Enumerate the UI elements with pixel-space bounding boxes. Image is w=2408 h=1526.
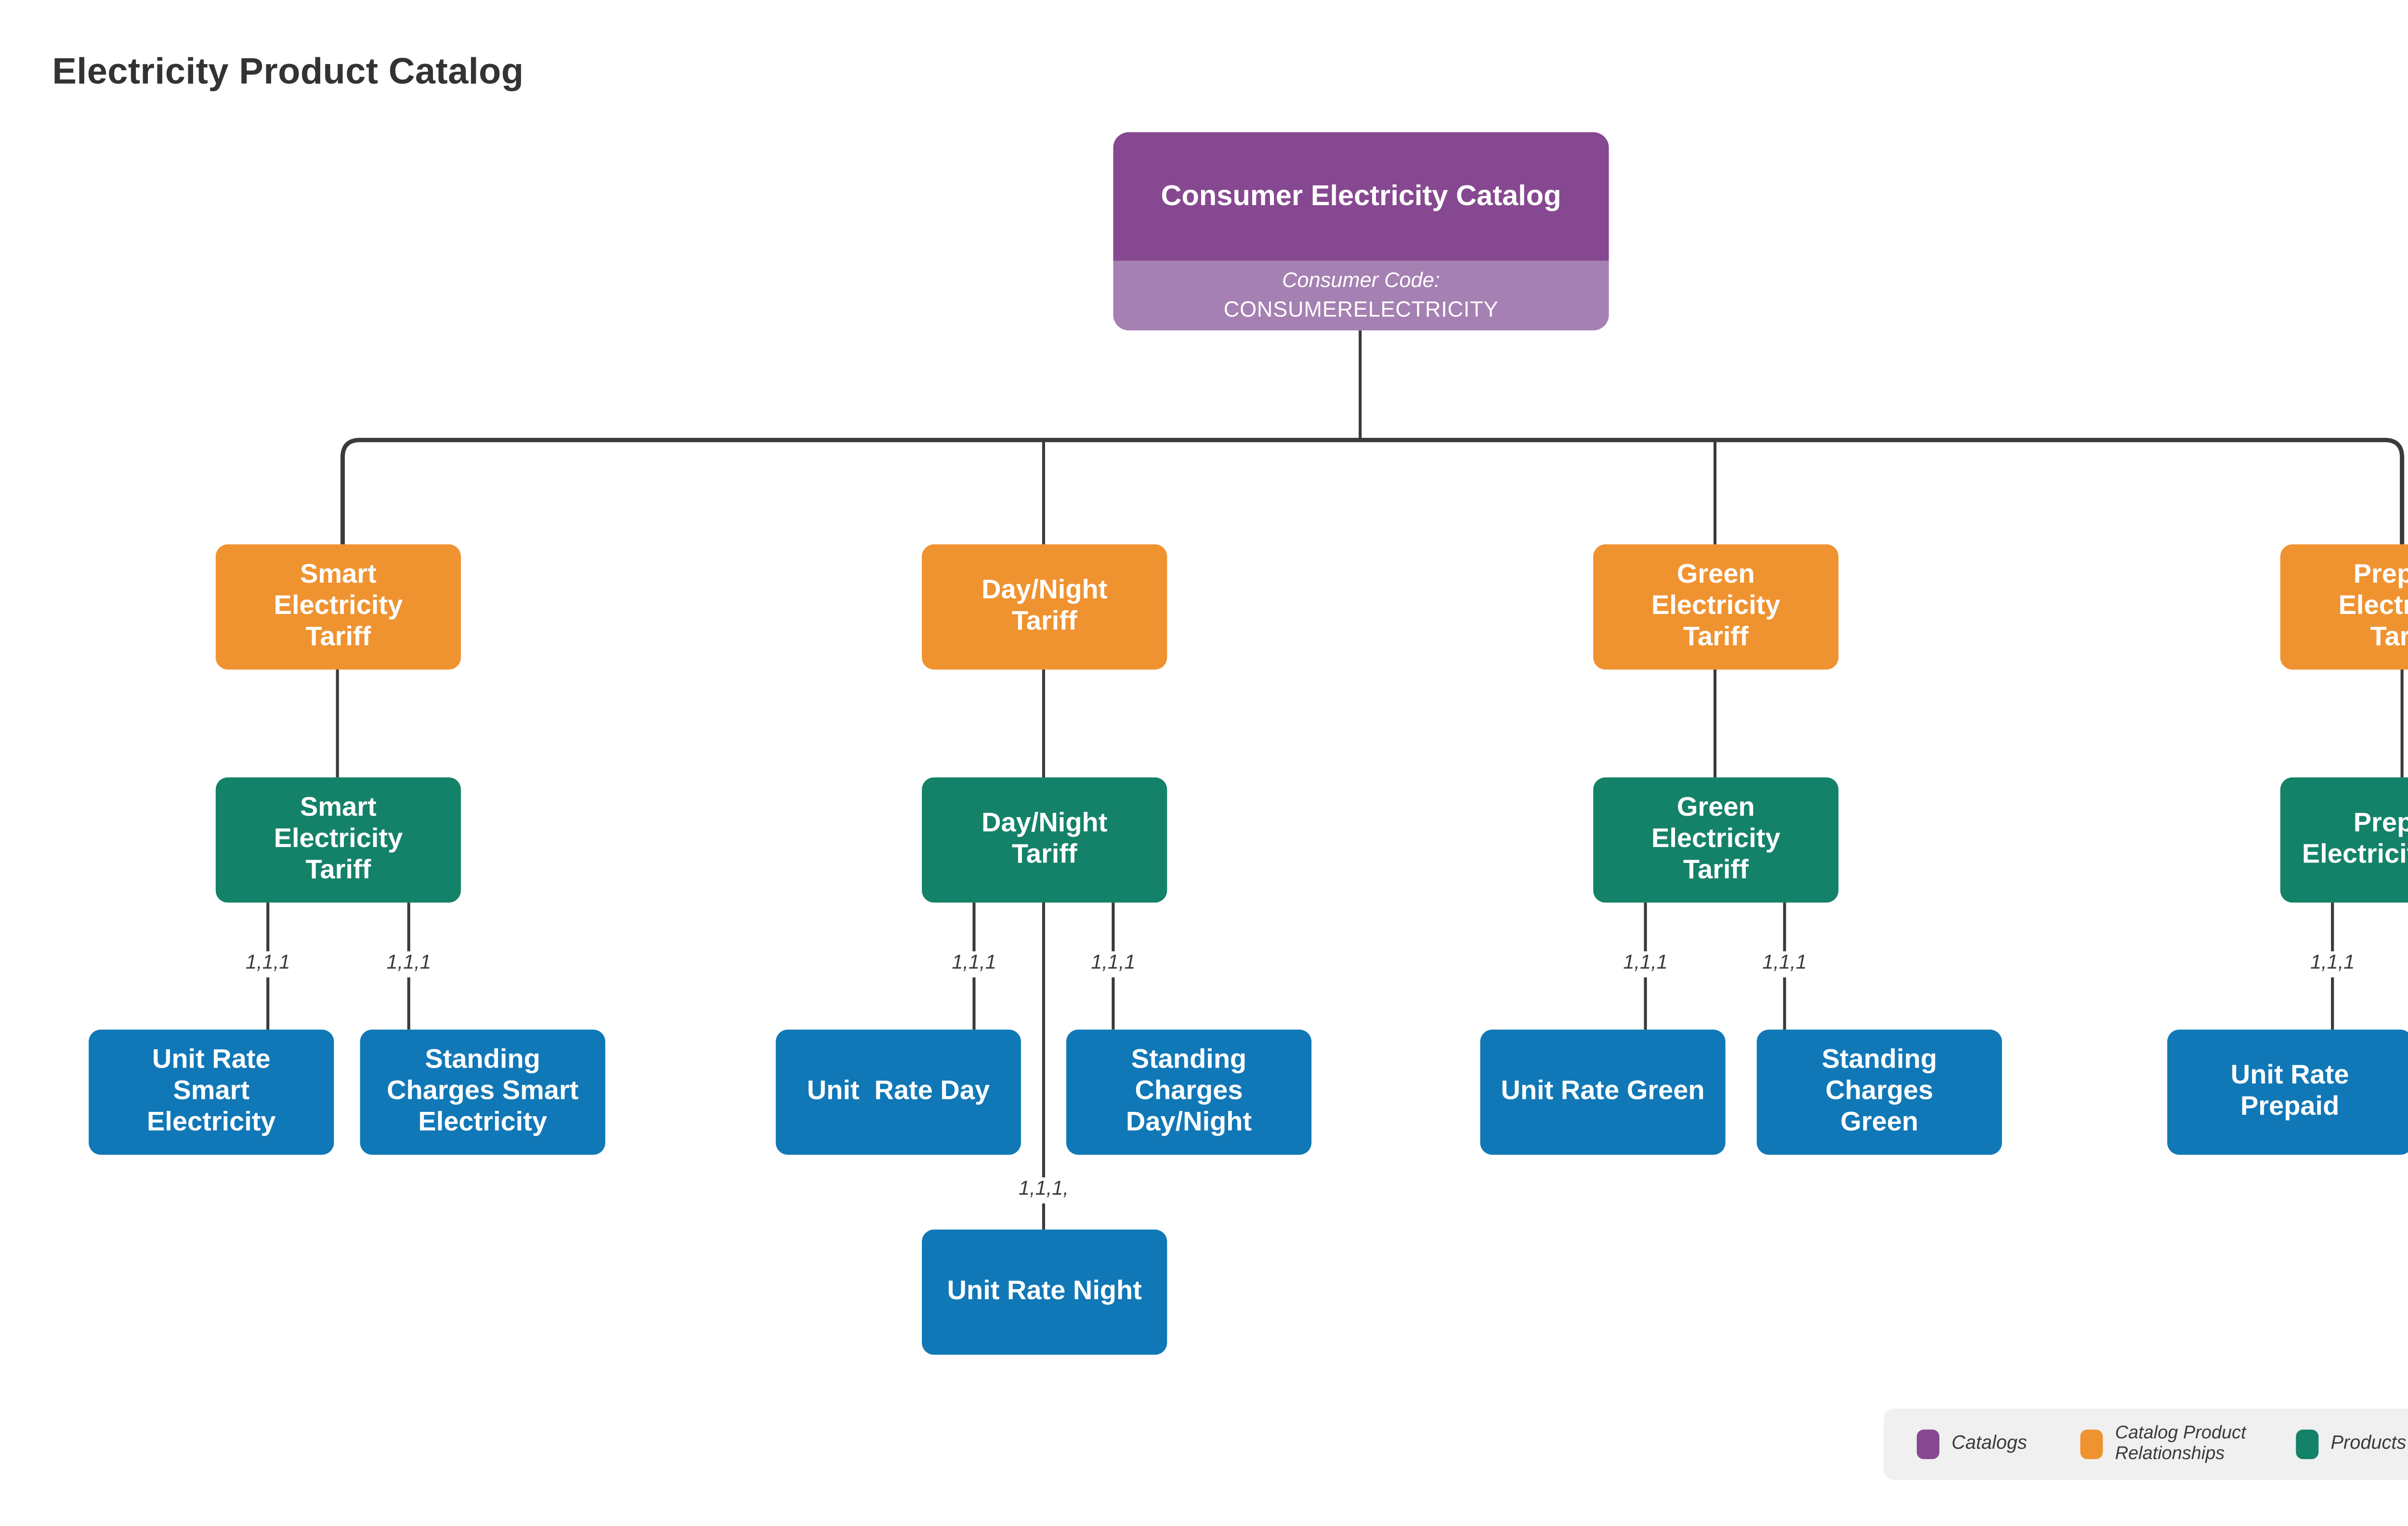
- legend-label-catalogs: Catalogs: [1951, 1434, 2028, 1455]
- cardinality-label: 1,1,1: [381, 951, 436, 978]
- product-node-day-night: Day/Night Tariff: [922, 777, 1167, 903]
- catalog-node-consumer-electricity: Consumer Electricity Catalog Consumer Co…: [1113, 132, 1609, 331]
- child-node-unit-rate-smart: Unit Rate Smart Electricity: [89, 1030, 334, 1155]
- catalog-node-footer: Consumer Code: CONSUMERELECTRICITY: [1113, 261, 1609, 331]
- child-node-standing-charges-smart: Standing Charges Smart Electricity: [360, 1030, 605, 1155]
- product-node-prepaid: Prepaid Electricity Tariff: [2280, 777, 2408, 903]
- relationship-to-product-connectors: [336, 669, 2404, 778]
- page-title: Electricity Product Catalog: [52, 52, 524, 92]
- cardinality-label-night: 1,1,1,: [1013, 1177, 1074, 1204]
- legend-swatch-catalogs: [1916, 1429, 1939, 1460]
- child-node-unit-rate-green: Unit Rate Green: [1480, 1030, 1726, 1155]
- legend-swatch-catalog-product-relationships: [2080, 1429, 2103, 1460]
- legend-label-products: Products: [2330, 1434, 2407, 1455]
- cardinality-label: 1,1,1: [240, 951, 296, 978]
- child-node-unit-rate-night: Unit Rate Night: [922, 1229, 1167, 1355]
- child-node-standing-charges-green: Standing Charges Green: [1756, 1030, 2002, 1155]
- product-node-smart: Smart Electricity Tariff: [215, 777, 461, 903]
- child-node-unit-rate-prepaid: Unit Rate Prepaid: [2167, 1030, 2408, 1155]
- consumer-code-label: Consumer Code:: [1282, 268, 1440, 293]
- product-to-child-connectors: [266, 902, 2334, 1030]
- cardinality-label: 1,1,1: [2305, 951, 2360, 978]
- product-node-green: Green Electricity Tariff: [1593, 777, 1839, 903]
- cardinality-label: 1,1,1: [1086, 951, 1141, 978]
- child-node-unit-rate-day: Unit Rate Day: [775, 1030, 1021, 1155]
- legend-label-catalog-product-relationships: Catalog Product Relationships: [2115, 1422, 2246, 1464]
- cardinality-label: 1,1,1: [1618, 951, 1673, 978]
- consumer-code-value: CONSUMERELECTRICITY: [1223, 297, 1499, 321]
- child-node-standing-charges-day-night: Standing Charges Day/Night: [1066, 1030, 1312, 1155]
- trunk-connector: [340, 438, 2405, 545]
- legend-swatch-products: [2296, 1429, 2319, 1460]
- relationship-node-smart: Smart Electricity Tariff: [215, 544, 461, 670]
- relationship-node-prepaid: Prepaid Electricity Tariff: [2280, 544, 2408, 670]
- catalog-node-title: Consumer Electricity Catalog: [1113, 132, 1609, 261]
- cardinality-label: 1,1,1: [1757, 951, 1812, 978]
- relationship-node-green: Green Electricity Tariff: [1593, 544, 1839, 670]
- legend: Catalogs Catalog Product Relationships P…: [1884, 1409, 2408, 1480]
- trunk-stub-connectors: [1042, 440, 1717, 545]
- cardinality-label: 1,1,1: [946, 951, 1002, 978]
- relationship-node-day-night: Day/Night Tariff: [922, 544, 1167, 670]
